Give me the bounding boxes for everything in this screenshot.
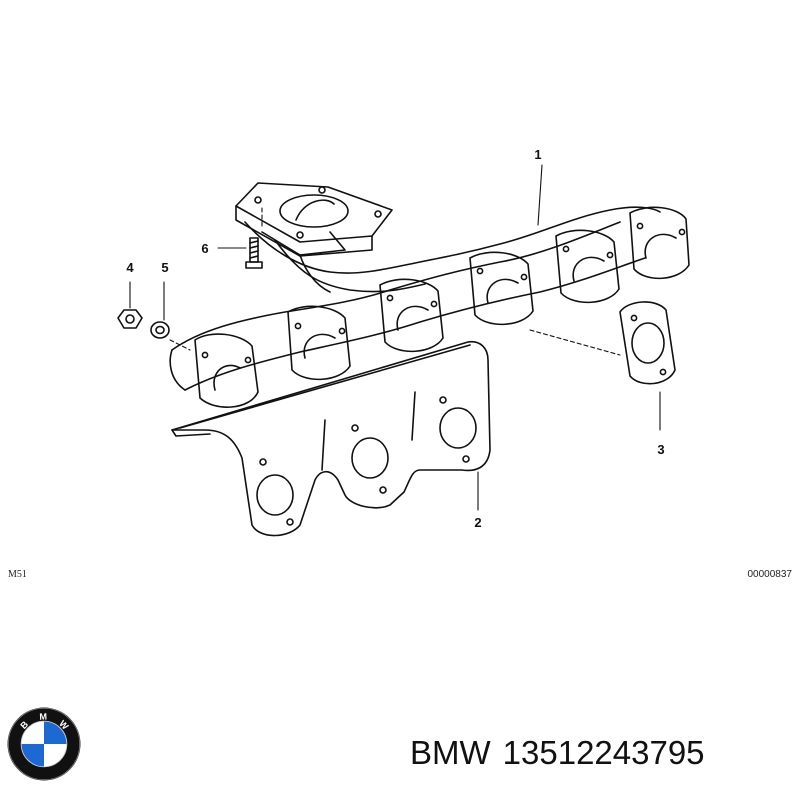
- part-number: 13512243795: [502, 734, 705, 771]
- callout-1: 1: [534, 147, 541, 162]
- callout-2: 2: [474, 515, 481, 530]
- exhaust-manifold: [169, 182, 690, 408]
- svg-text:B: B: [18, 719, 30, 731]
- logo-letter-b: B: [18, 719, 30, 731]
- brand-name: BMW: [410, 734, 491, 771]
- leader-lines: [129, 164, 661, 511]
- washer: [150, 321, 170, 339]
- stud-bolt: [245, 237, 263, 269]
- logo-letter-m: M: [39, 712, 47, 722]
- logo-quarters: [20, 720, 68, 768]
- diagram-code: 00000837: [747, 569, 793, 580]
- exhaust-manifold-diagram: 1 2 3 4 5 6: [117, 147, 690, 537]
- callout-6: 6: [201, 241, 208, 256]
- model-code: M51: [8, 569, 27, 580]
- part-caption: BMW 13512243795: [410, 734, 717, 772]
- nut: [117, 309, 143, 329]
- callout-5: 5: [161, 260, 168, 275]
- port-gasket: [619, 301, 676, 385]
- bmw-logo: B M W: [7, 707, 81, 781]
- heat-shield-gasket: [171, 340, 491, 537]
- callout-3: 3: [657, 442, 664, 457]
- callout-4: 4: [126, 260, 134, 275]
- manifold-port-flanges: [194, 206, 690, 408]
- svg-text:M: M: [39, 712, 47, 722]
